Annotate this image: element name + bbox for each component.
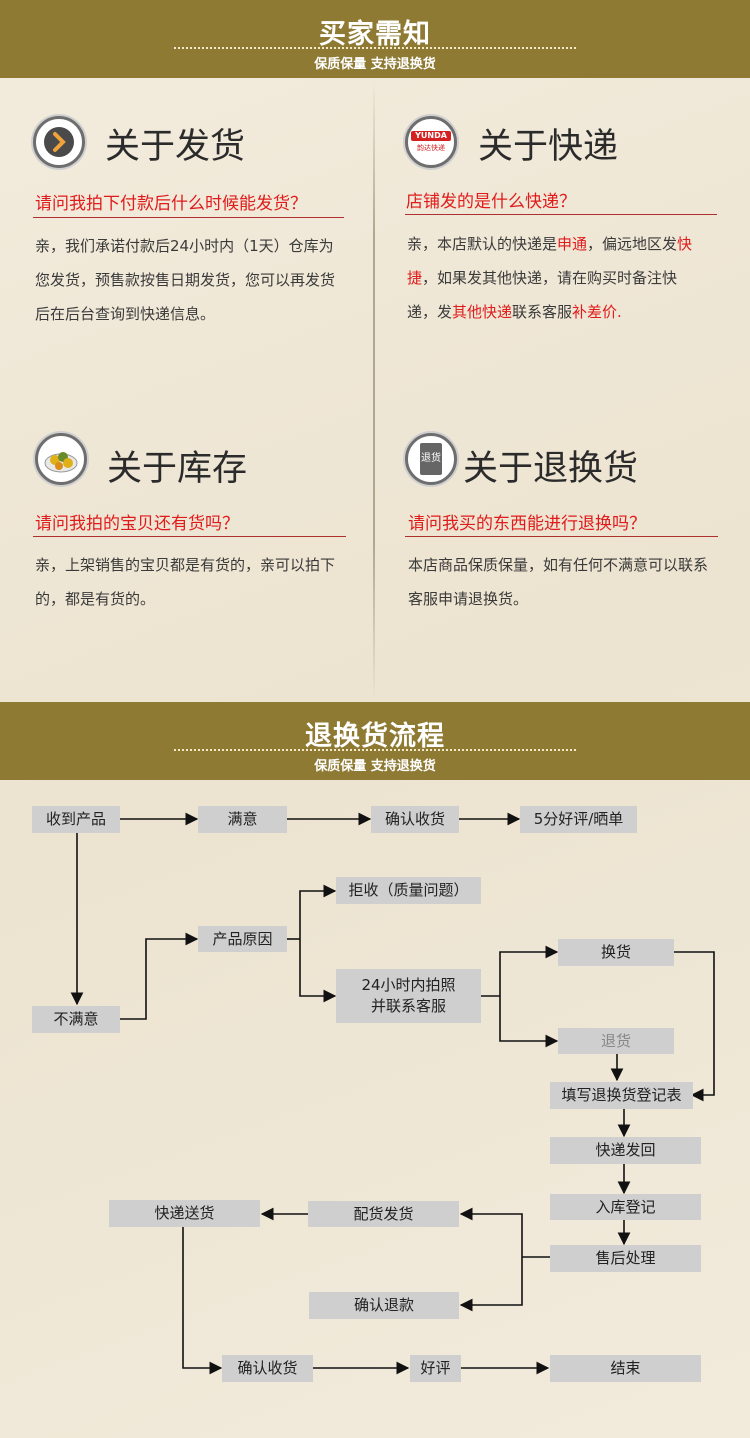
flow-confirm-refund: 确认退款 xyxy=(309,1292,459,1319)
express-answer: 亲，本店默认的快递是申通，偏远地区发快捷，如果发其他快递，请在购买时备注快递，发… xyxy=(407,227,707,329)
express-text: 联系客服 xyxy=(512,303,573,321)
flow-reject: 拒收（质量问题） xyxy=(336,877,481,904)
returns-question: 请问我买的东西能进行退换吗？ xyxy=(408,514,646,534)
arrow-right-icon xyxy=(33,116,85,168)
flow-end: 结束 xyxy=(550,1355,701,1382)
flow-express-return: 快递发回 xyxy=(550,1137,701,1164)
express-text: ，如果发其他快递，请在购买时备注快递，发 xyxy=(407,269,678,321)
banner-return-process: 退换货流程 保质保量 支持退换货 xyxy=(0,702,750,780)
return-goods-icon: 退货 xyxy=(405,433,457,485)
banner-subtitle: 保质保量 支持退换货 xyxy=(314,57,436,72)
express-other: 其他快递 xyxy=(452,303,513,321)
flow-confirm-receipt-final: 确认收货 xyxy=(222,1355,313,1382)
express-sto: 申通 xyxy=(557,235,588,253)
dotted-divider xyxy=(174,749,576,751)
yunda-logo-text: YUNDA xyxy=(411,131,451,141)
shipping-question: 请问我拍下付款后什么时候能发货？ xyxy=(35,194,307,214)
stock-answer: 亲，上架销售的宝贝都是有货的，亲可以拍下的，都是有货的。 xyxy=(35,556,336,608)
flow-return-goods: 退货 xyxy=(558,1028,674,1054)
red-underline xyxy=(33,217,344,218)
yunda-express-icon: YUNDA 韵达快递 xyxy=(405,116,457,168)
stock-question: 请问我拍的宝贝还有货吗？ xyxy=(35,514,239,534)
goods-icon xyxy=(35,433,87,485)
red-underline xyxy=(33,536,346,537)
section-title-stock: 关于库存 xyxy=(107,449,248,489)
flow-satisfied: 满意 xyxy=(198,806,287,833)
column-divider xyxy=(373,80,375,700)
flow-good-review: 好评 xyxy=(410,1355,461,1382)
flow-unsatisfied: 不满意 xyxy=(32,1006,120,1033)
banner-buyer-notice: 买家需知 保质保量 支持退换货 xyxy=(0,0,750,78)
banner-title: 买家需知 xyxy=(319,19,431,50)
flow-ship-out: 配货发货 xyxy=(308,1201,459,1227)
banner-subtitle: 保质保量 支持退换货 xyxy=(314,759,436,774)
flow-photo-contact: 24小时内拍照 并联系客服 xyxy=(336,969,481,1023)
yunda-logo-cn: 韵达快递 xyxy=(417,144,445,152)
express-question: 店铺发的是什么快递？ xyxy=(406,192,576,212)
flow-stock-in: 入库登记 xyxy=(550,1194,701,1220)
dotted-divider xyxy=(174,47,576,49)
section-title-express: 关于快递 xyxy=(478,127,619,167)
section-title-returns: 关于退换货 xyxy=(463,449,639,489)
flow-exchange: 换货 xyxy=(558,939,674,966)
express-text: 亲，本店默认的快递是 xyxy=(407,235,558,253)
shipping-answer: 亲，我们承诺付款后24小时内（1天）仓库为您发货，预售款按售日期发货，您可以再发… xyxy=(35,237,336,323)
flow-product-reason: 产品原因 xyxy=(198,926,287,952)
flow-receive-product: 收到产品 xyxy=(32,806,120,833)
flow-express-deliver: 快递送货 xyxy=(109,1200,260,1227)
red-underline xyxy=(405,214,717,215)
red-underline xyxy=(405,536,718,537)
section-title-shipping: 关于发货 xyxy=(105,127,246,167)
returns-answer: 本店商品保质保量，如有任何不满意可以联系客服申请退换货。 xyxy=(408,556,709,608)
flow-five-star-review: 5分好评/晒单 xyxy=(520,806,637,833)
flow-photo-line1: 24小时内拍照 xyxy=(361,976,456,994)
flow-photo-line2: 并联系客服 xyxy=(370,997,446,1015)
express-fast: 快捷 xyxy=(407,235,693,287)
banner-title: 退换货流程 xyxy=(305,721,445,752)
express-text: ，偏远地区发 xyxy=(587,235,678,253)
return-icon-label: 退货 xyxy=(420,443,442,475)
flow-after-sale: 售后处理 xyxy=(550,1245,701,1272)
flow-confirm-receipt: 确认收货 xyxy=(371,806,459,833)
express-extra-fee: 补差价. xyxy=(572,303,622,321)
flow-fill-form: 填写退换货登记表 xyxy=(550,1082,693,1109)
